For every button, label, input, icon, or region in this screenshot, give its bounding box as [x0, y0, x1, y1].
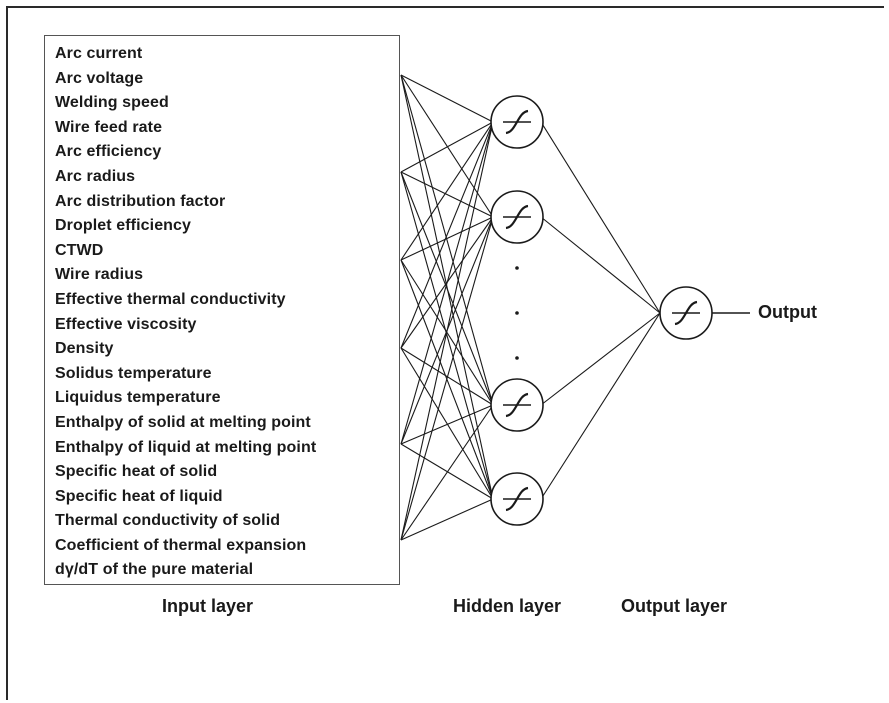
input-layer-label: Input layer	[162, 596, 254, 616]
input-feature-item: Specific heat of liquid	[55, 487, 223, 505]
input-hidden-connection	[400, 121, 494, 541]
hidden-output-connection	[540, 312, 661, 406]
input-feature-item: Liquidus temperature	[55, 389, 221, 407]
input-hidden-connection	[400, 74, 494, 123]
sigmoid-activation-icon	[674, 300, 698, 326]
input-feature-item: Coefficient of thermal expansion	[55, 536, 307, 554]
sigmoid-activation-icon	[505, 392, 529, 418]
input-feature-item: Thermal conductivity of solid	[55, 512, 281, 530]
ellipsis-dot	[515, 356, 519, 360]
input-hidden-connection	[400, 121, 494, 445]
input-hidden-connection	[400, 74, 494, 218]
input-feature-item: Effective viscosity	[55, 315, 197, 333]
input-hidden-connection	[400, 121, 494, 261]
input-feature-item: Arc radius	[55, 167, 136, 185]
ellipsis-dot	[515, 311, 519, 315]
hidden-output-connection	[540, 121, 661, 314]
input-hidden-connection	[400, 74, 494, 500]
input-feature-item: Enthalpy of liquid at melting point	[55, 438, 317, 456]
input-hidden-connection	[400, 347, 494, 500]
input-feature-item: Arc current	[55, 45, 143, 62]
input-hidden-connection	[400, 443, 494, 500]
input-feature-item: CTWD	[55, 241, 104, 259]
input-feature-item: Wire radius	[55, 266, 144, 284]
input-feature-item: Arc efficiency	[55, 143, 162, 161]
input-feature-item: Arc distribution factor	[55, 192, 226, 210]
input-hidden-connection	[400, 498, 494, 541]
input-hidden-connection	[400, 171, 494, 406]
input-hidden-connection	[400, 74, 494, 406]
hidden-output-connection	[540, 216, 661, 314]
sigmoid-activation-icon	[505, 204, 529, 230]
input-hidden-connection	[400, 404, 494, 445]
input-feature-item: Density	[55, 340, 114, 358]
output-label: Output	[758, 302, 817, 322]
ellipsis-dot	[515, 266, 519, 270]
input-feature-item: Specific heat of solid	[55, 463, 218, 481]
input-feature-item: Effective thermal conductivity	[55, 290, 286, 308]
figure-frame	[6, 6, 884, 700]
input-hidden-connection	[400, 216, 494, 541]
input-feature-item: Arc voltage	[55, 69, 144, 87]
input-feature-item: Enthalpy of solid at melting point	[55, 413, 311, 431]
hidden-layer-label: Hidden layer	[453, 596, 562, 616]
input-hidden-connection	[400, 171, 494, 500]
input-feature-item: Droplet efficiency	[55, 217, 192, 235]
output-layer-label: Output layer	[621, 596, 728, 616]
sigmoid-activation-icon	[505, 109, 529, 135]
sigmoid-activation-icon	[505, 486, 529, 512]
input-hidden-connection	[400, 121, 494, 173]
input-feature-item: dγ/dT of the pure material	[55, 561, 254, 579]
input-feature-item: Solidus temperature	[55, 364, 212, 382]
input-feature-item: Wire feed rate	[55, 118, 163, 136]
input-hidden-connection	[400, 216, 494, 261]
hidden-output-connection	[540, 312, 661, 500]
input-hidden-connection	[400, 171, 494, 218]
input-hidden-connection	[400, 121, 494, 349]
input-feature-item: Welding speed	[55, 94, 169, 112]
input-hidden-connection	[400, 404, 494, 541]
